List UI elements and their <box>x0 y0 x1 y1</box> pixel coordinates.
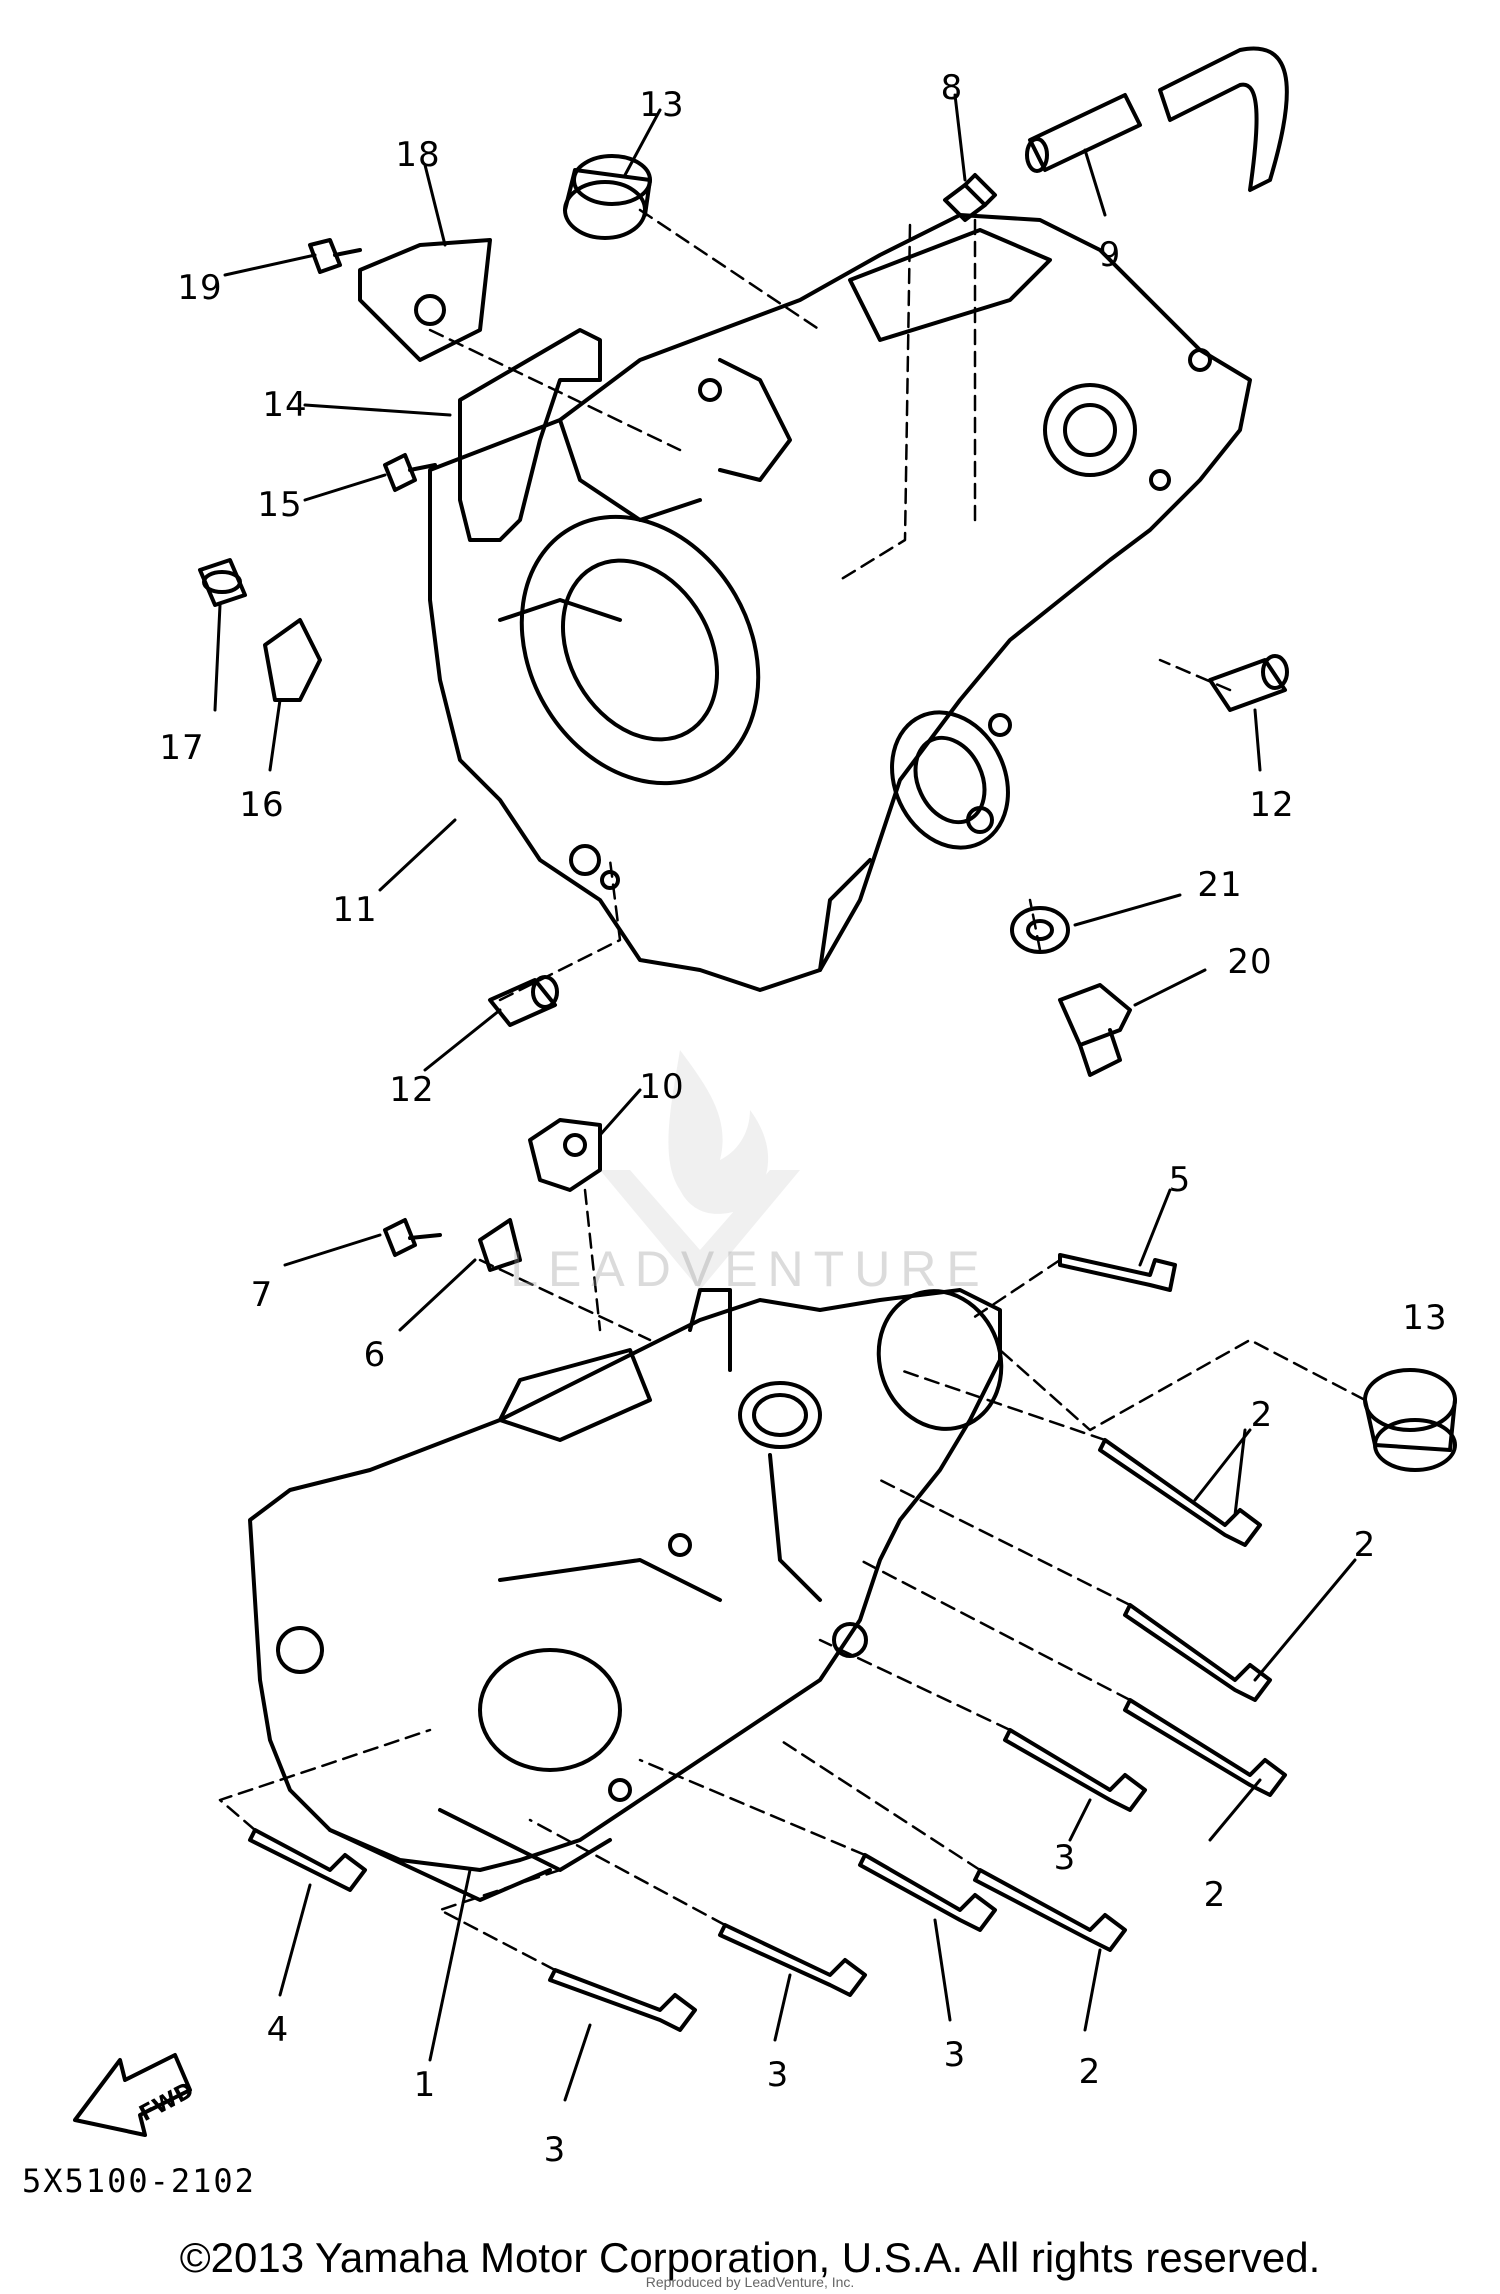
callout-15: 15 <box>257 485 303 525</box>
bolt-5 <box>1058 1253 1177 1292</box>
bolt-4 <box>248 1828 367 1892</box>
callout-4: 4 <box>266 2010 290 2050</box>
callout-11: 11 <box>332 890 378 930</box>
part-17-bolt <box>198 558 247 607</box>
callout-13-lower: 13 <box>1402 1298 1448 1338</box>
crankcase-right-half <box>428 213 1252 992</box>
bolt-2d <box>973 1868 1127 1952</box>
callout-21: 21 <box>1197 865 1243 905</box>
callout-10: 10 <box>639 1067 685 1107</box>
bolt-2b <box>1123 1603 1272 1702</box>
reprint-notice: Reproduced by LeadVenture, Inc. <box>645 2274 855 2290</box>
part-14-gasket <box>458 328 602 542</box>
copyright-notice: ©2013 Yamaha Motor Corporation, U.S.A. A… <box>179 2234 1321 2281</box>
callout-19: 19 <box>177 268 223 308</box>
callout-8: 8 <box>940 68 964 108</box>
part-13-bushing-upper <box>563 154 652 240</box>
diagram-part-code: 5X5100-2102 <box>22 2162 256 2200</box>
watermark-text: LEADVENTURE <box>510 1241 990 1297</box>
callout-9: 9 <box>1098 235 1122 275</box>
part-19-screw <box>308 238 362 274</box>
part-15-screw <box>383 453 437 492</box>
part-8-nipple <box>943 173 997 222</box>
fwd-arrow-icon <box>73 2053 192 2137</box>
callout-2a: 2 <box>1250 1395 1274 1435</box>
part-9-hose <box>1025 93 1142 173</box>
part-21-washer <box>1010 906 1070 954</box>
part-16-clip <box>263 618 322 702</box>
callout-2d: 2 <box>1078 2052 1102 2092</box>
callout-6: 6 <box>363 1335 387 1375</box>
callout-20: 20 <box>1227 942 1273 982</box>
leader-lines <box>213 93 1357 2102</box>
callout-2c: 2 <box>1203 1875 1227 1915</box>
callout-18: 18 <box>395 135 441 175</box>
callout-3b: 3 <box>943 2035 967 2075</box>
bolt-3d <box>548 1968 697 2032</box>
part-6-bracket <box>478 1218 522 1272</box>
callout-12-upper: 12 <box>1249 785 1295 825</box>
callout-3c: 3 <box>766 2055 790 2095</box>
bolt-2c <box>1123 1698 1287 1797</box>
bolts <box>248 1253 1287 2032</box>
callout-5: 5 <box>1168 1160 1192 1200</box>
part-7-screw <box>383 1218 442 1257</box>
callout-3a: 3 <box>1053 1838 1077 1878</box>
callout-3d: 3 <box>543 2130 567 2170</box>
callout-16: 16 <box>239 785 285 825</box>
callout-1: 1 <box>413 2065 437 2105</box>
callout-17: 17 <box>159 728 205 768</box>
callout-2b: 2 <box>1353 1525 1377 1565</box>
callout-14: 14 <box>262 385 308 425</box>
bolt-3c <box>718 1923 867 1997</box>
breather-hose <box>1158 46 1289 192</box>
bolt-2a <box>1098 1438 1262 1547</box>
part-10-bracket <box>528 1118 602 1192</box>
bolt-3a <box>1003 1728 1147 1812</box>
callout-13-upper: 13 <box>639 85 685 125</box>
part-13-bushing-lower <box>1363 1368 1457 1472</box>
part-12-dowel-upper <box>1208 654 1289 712</box>
assembly-lines <box>218 208 1367 1972</box>
bolt-3b <box>858 1853 997 1932</box>
callout-12-lower: 12 <box>389 1070 435 1110</box>
part-20-drain-plug <box>1058 983 1132 1077</box>
callout-7: 7 <box>250 1275 274 1315</box>
watermark-logo-icon <box>600 1050 800 1290</box>
part-18-clamp <box>358 238 492 362</box>
